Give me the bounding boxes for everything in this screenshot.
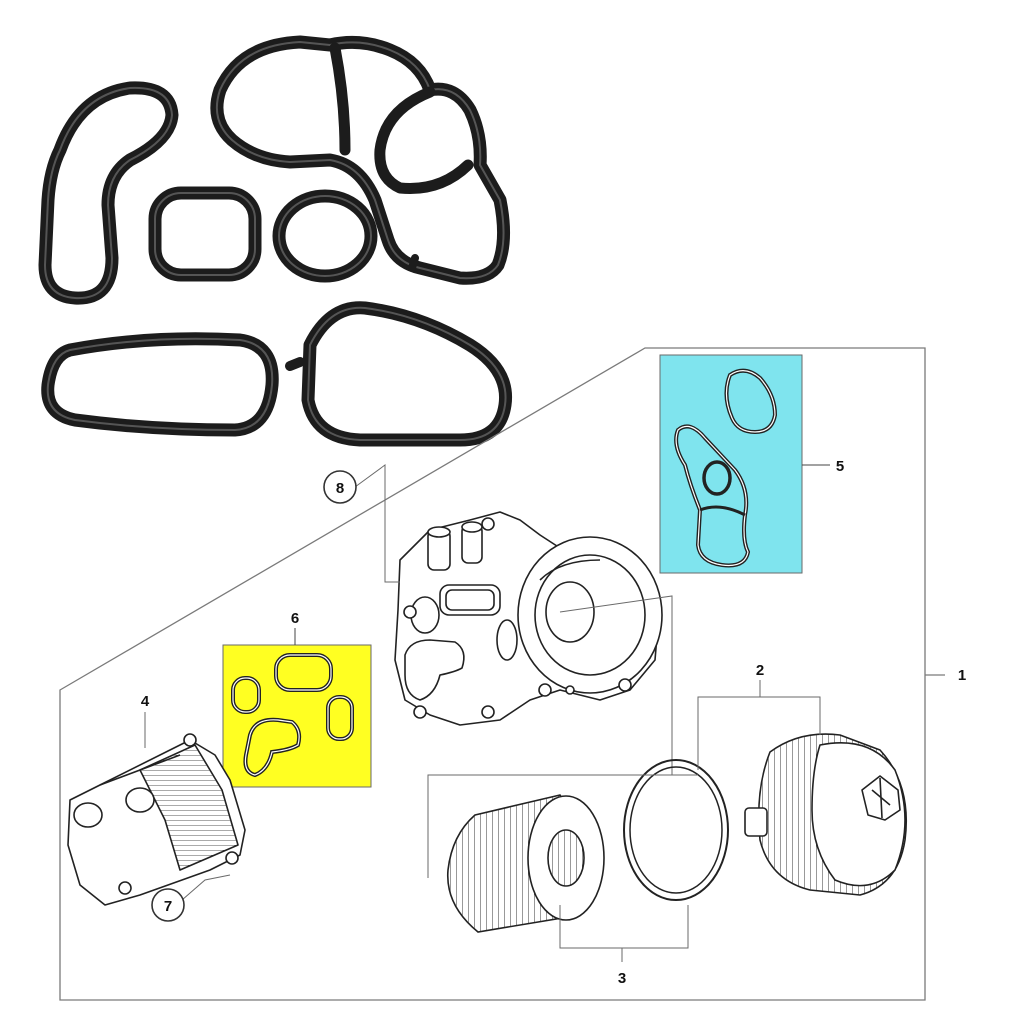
oil-filter-element: [446, 794, 605, 933]
highlight-box-part-6: [222, 628, 372, 788]
gasket-long-oval: [41, 332, 279, 437]
svg-text:7: 7: [164, 898, 172, 915]
svg-text:2: 2: [756, 662, 764, 679]
callout-3: 3: [618, 970, 626, 987]
gasket-set-photo: [38, 35, 513, 447]
gasket-rounded-square: [148, 186, 262, 282]
svg-text:4: 4: [141, 693, 150, 710]
svg-text:8: 8: [336, 480, 344, 497]
svg-text:5: 5: [836, 458, 844, 475]
callout-7: 7: [151, 888, 185, 922]
oil-filter-cap: [744, 733, 908, 896]
callout-5: 5: [836, 458, 844, 475]
oil-filter-housing: [394, 511, 663, 726]
svg-text:3: 3: [618, 970, 626, 987]
oil-cooler: [67, 733, 246, 906]
callout-1: 1: [958, 667, 966, 684]
callout-2: 2: [756, 662, 764, 679]
callout-6: 6: [291, 610, 299, 627]
callout-8: 8: [323, 470, 357, 504]
svg-text:6: 6: [291, 610, 299, 627]
highlight-box-part-5: [659, 354, 830, 574]
assembly-frame: [59, 347, 945, 1001]
svg-text:1: 1: [958, 667, 966, 684]
gasket-rounded-triangle: [301, 301, 513, 447]
o-ring: [623, 759, 729, 901]
callout-4: 4: [141, 693, 150, 710]
